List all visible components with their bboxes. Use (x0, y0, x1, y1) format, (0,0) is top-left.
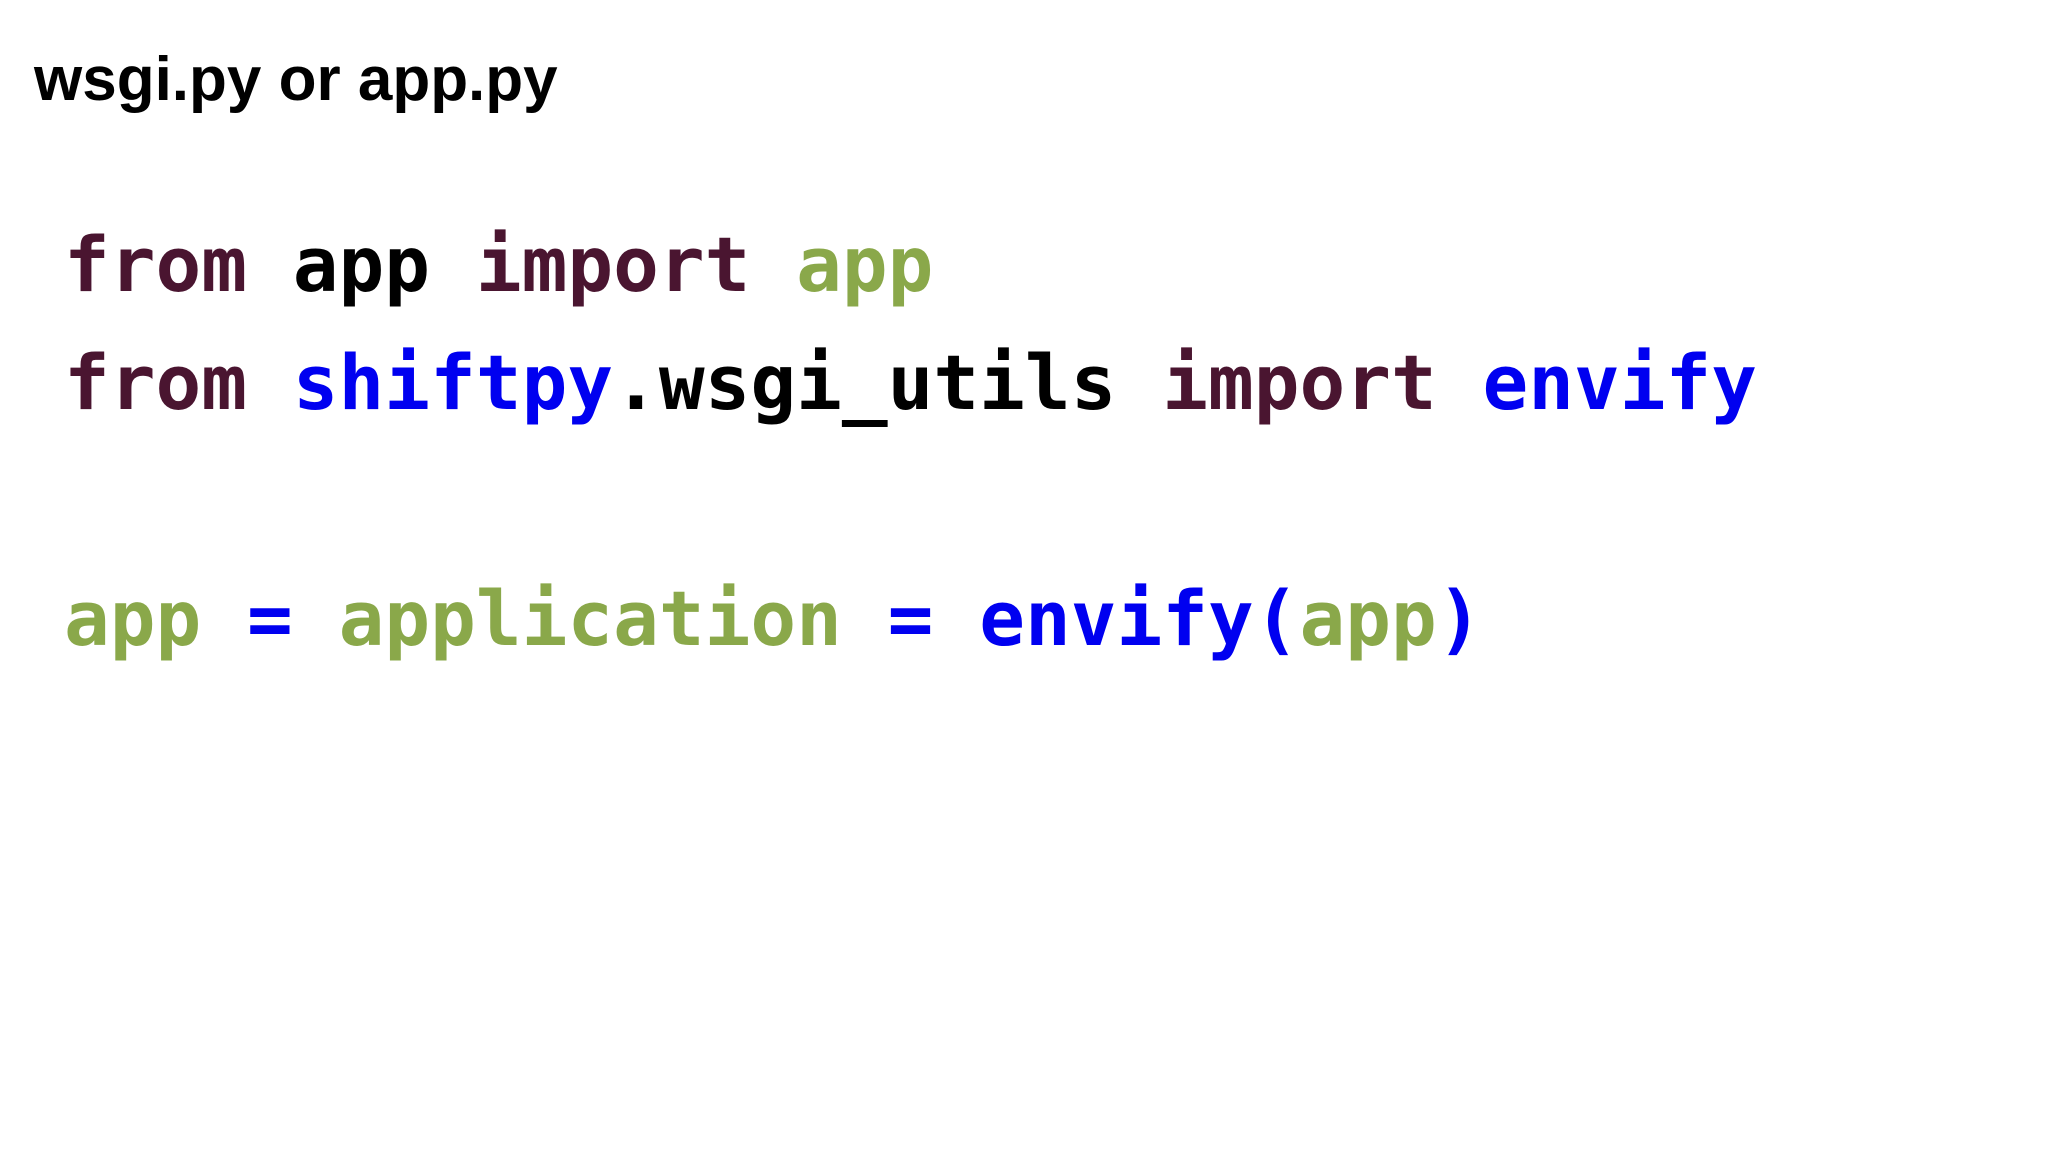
code-token-keyword: from (64, 338, 248, 427)
code-token-plain: .wsgi_utils (613, 338, 1117, 427)
code-token-space (247, 220, 293, 309)
code-block: from app import app from shiftpy.wsgi_ut… (64, 215, 1757, 663)
code-token-space (750, 220, 796, 309)
code-token-name: app (64, 574, 202, 663)
code-token-keyword: import (475, 220, 751, 309)
code-token-module: ( (1253, 574, 1300, 663)
code-token-module: envify (1482, 338, 1758, 427)
slide-title: wsgi.py or app.py (34, 45, 558, 114)
code-token-space (842, 574, 888, 663)
code-token-name: app (1299, 574, 1437, 663)
code-token-name: application (338, 574, 842, 663)
code-token-plain: app (292, 220, 431, 309)
code-token-keyword: from (64, 220, 248, 309)
code-token-keyword: import (1162, 338, 1437, 427)
code-line-2: from shiftpy.wsgi_utils import envify (64, 333, 1757, 433)
code-token-module: = (887, 574, 934, 663)
code-token-module: shiftpy (292, 338, 614, 427)
code-token-name: app (796, 220, 934, 309)
code-line-3: app = application = envify(app) (64, 569, 1483, 669)
code-line-1: from app import app (64, 215, 933, 315)
code-token-space (201, 574, 247, 663)
code-token-module: envify (979, 574, 1254, 663)
code-token-module: = (247, 574, 293, 663)
code-token-space (430, 220, 476, 309)
code-token-space (293, 574, 339, 663)
code-token-space (933, 574, 979, 663)
code-token-space (1437, 338, 1483, 427)
code-token-space (1116, 338, 1162, 427)
code-token-space (247, 338, 293, 427)
code-token-module: ) (1436, 574, 1483, 663)
